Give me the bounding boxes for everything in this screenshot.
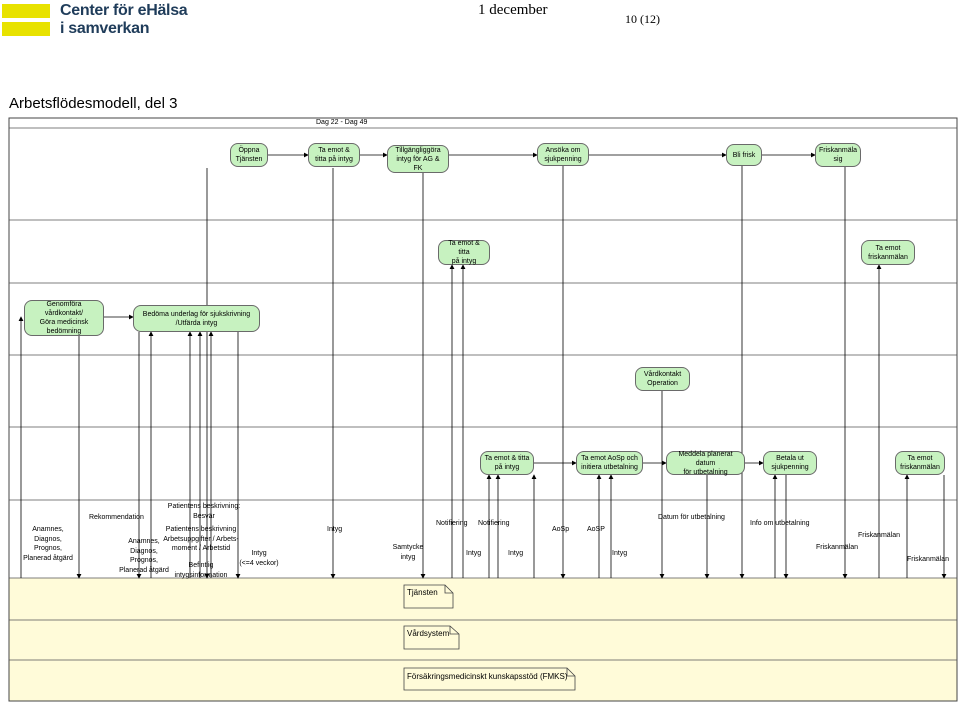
flow-label-intyg-4: Intyg	[612, 550, 628, 557]
activity-label: Tillgängliggöra intyg för AG & FK	[395, 146, 441, 172]
header-date: 1 december	[478, 2, 548, 18]
activity-tillgangliggora-intyg[interactable]: Tillgängliggöra intyg för AG & FK	[387, 145, 449, 173]
activity-fk-ta-emot-intyg[interactable]: Ta emot & titta på intyg	[480, 451, 534, 475]
flow-label-samtycke: Samtycke intyg	[392, 544, 424, 561]
activity-label: Ansöka om sjukpenning	[544, 146, 582, 163]
flow-label-info: Info om utbetalning	[750, 520, 810, 527]
flow-label-arbetsuppgifter: Patientens beskrivning Arbetsuppgifter /…	[163, 526, 239, 552]
activity-ansoka-sjukpenning[interactable]: Ansöka om sjukpenning	[537, 143, 589, 166]
activity-oppna-tjansten[interactable]: Öppna Tjänsten	[230, 143, 268, 167]
flow-label-aosp-1: AoSp	[552, 526, 570, 533]
activity-label: Ta emot & titta på intyg	[484, 455, 530, 471]
logo-line1: Center för eHälsa	[60, 2, 188, 19]
activity-meddela-datum[interactable]: Meddela planerat datum för utbetalning	[666, 450, 745, 476]
sequence-flows	[104, 152, 816, 466]
flow-label-friskanmalan-1: Friskanmälan	[816, 544, 859, 551]
flow-label-intyg-1: Intyg	[327, 526, 343, 533]
activity-label: Ta emot & titta på intyg	[448, 240, 480, 265]
activity-ta-emot-intyg-patient[interactable]: Ta emot & titta på intyg	[308, 143, 360, 167]
activity-fk-ta-emot-friskanmalan[interactable]: Ta emot friskanmälan	[895, 451, 945, 475]
flow-label-friskanmalan-2: Friskanmälan	[858, 532, 901, 539]
flow-label-notifiering-1: Notifiering	[436, 520, 468, 527]
activity-label: Ta emot AoSp och initiera utbetalning	[581, 455, 638, 471]
flow-label-aosp-2: AoSP	[587, 526, 605, 533]
flow-label-anamnes-1: Anamnes, Diagnos, Prognos, Planerad åtgä…	[23, 526, 73, 562]
activity-label: Bedöma underlag för sjukskrivning /Utfär…	[142, 310, 251, 327]
flow-label-notifiering-2: Notifiering	[478, 520, 510, 527]
logo-line2: i samverkan	[60, 20, 150, 37]
header-page: 10 (12)	[625, 12, 660, 26]
system-vardsystem[interactable]: Vårdsystem	[407, 629, 450, 638]
logo-bar-bottom	[2, 22, 50, 36]
activity-bedoma-underlag[interactable]: Bedöma underlag för sjukskrivning /Utfär…	[133, 305, 260, 332]
system-tjansten[interactable]: Tjänsten	[407, 588, 438, 597]
activity-label: Öppna Tjänsten	[235, 147, 263, 163]
flow-label-anamnes-2: Anamnes, Diagnos, Prognos, Planerad åtgä…	[119, 538, 169, 574]
flow-label-intyg-2: Intyg	[466, 550, 482, 557]
activity-label: Ta emot friskanmälan	[868, 244, 908, 261]
activity-ag-ta-emot-intyg[interactable]: Ta emot & titta på intyg	[438, 240, 490, 265]
flow-label-intyg-3: Intyg	[508, 550, 524, 557]
activity-label: Ta emot friskanmälan	[900, 455, 940, 471]
activity-vardkontakt-operation[interactable]: Vårdkontakt Operation	[635, 367, 690, 391]
activity-label: Ta emot & titta på intyg	[315, 147, 353, 163]
activity-ag-ta-emot-friskanmalan[interactable]: Ta emot friskanmälan	[861, 240, 915, 265]
activity-friskanmala-sig[interactable]: Friskanmäla sig	[815, 143, 861, 167]
flow-label-besvar: Patientens beskrivning: Besvär	[167, 503, 241, 520]
activity-bli-frisk[interactable]: Bli frisk	[726, 144, 762, 166]
flow-label-befintlig: Befintlig intygsinformation	[174, 562, 228, 579]
activity-fk-ta-emot-aosp[interactable]: Ta emot AoSp och initiera utbetalning	[576, 451, 643, 475]
activity-betala-ut[interactable]: Betala ut sjukpenning	[763, 451, 817, 475]
system-shapes	[403, 584, 576, 691]
system-fmks[interactable]: Försäkringsmedicinskt kunskapsstöd (FMKS…	[407, 672, 568, 681]
logo: Center för eHälsa i samverkan	[2, 2, 192, 42]
page-title: Arbetsflödesmodell, del 3	[9, 95, 178, 112]
flow-label-friskanmalan-3: Friskanmälan	[907, 556, 950, 563]
flow-label-datum: Datum för utbetalning	[658, 514, 725, 521]
flow-label-intyg-veckor: Intyg (<=4 veckor)	[239, 550, 279, 567]
activity-label: Vårdkontakt Operation	[643, 371, 682, 387]
flow-label-rekommendation: Rekommendation	[89, 514, 144, 521]
information-flows	[18, 166, 947, 579]
lane-separators	[9, 127, 957, 661]
activity-label: Genomföra vårdkontakt/ Göra medicinsk be…	[39, 301, 89, 335]
logo-bar-top	[2, 4, 50, 18]
activity-label: Friskanmäla sig	[818, 147, 858, 163]
activity-label: Betala ut sjukpenning	[771, 455, 809, 471]
activity-genomfora-vardkontakt[interactable]: Genomföra vårdkontakt/ Göra medicinsk be…	[24, 300, 104, 336]
period-label: Dag 22 - Dag 49	[316, 119, 368, 126]
activity-label: Bli frisk	[732, 151, 756, 159]
activity-label: Meddela planerat datum för utbetalning	[678, 450, 733, 476]
